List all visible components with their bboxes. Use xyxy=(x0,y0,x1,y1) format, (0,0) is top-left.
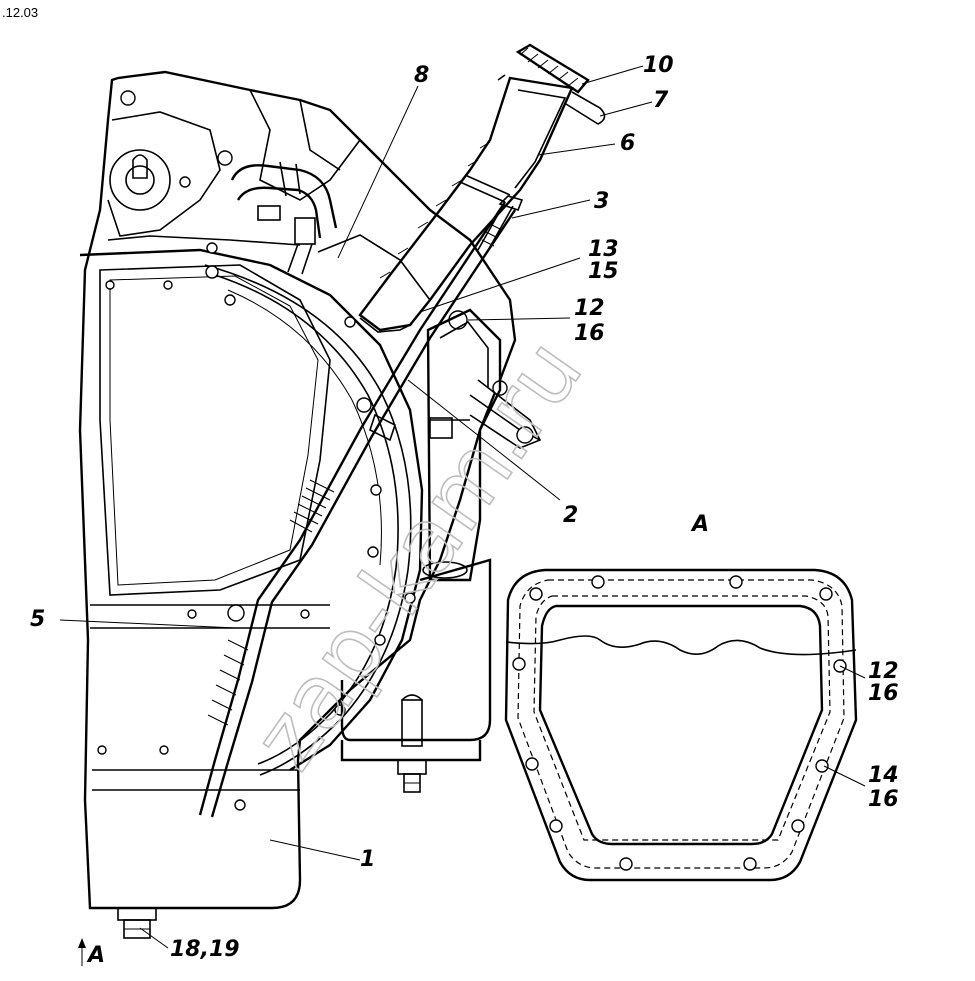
view-a-oil-pan xyxy=(504,568,858,882)
breather-hose xyxy=(230,161,338,275)
callout-18-19: 18,19 xyxy=(170,937,240,962)
callout-1: 1 xyxy=(360,847,375,872)
sheet-reference: .12.03 xyxy=(2,5,38,20)
callout-12-view-a: 12 xyxy=(868,659,899,684)
flywheel-housing xyxy=(79,248,424,776)
callout-6: 6 xyxy=(620,131,635,156)
view-a-arrow-label: A xyxy=(86,943,105,968)
leader-lines xyxy=(59,65,866,966)
callout-2: 2 xyxy=(563,503,578,528)
callout-16-lower: 16 xyxy=(868,787,899,812)
callout-labels: 10 7 6 8 3 13 15 12 16 2 5 1 18,19 12 16… xyxy=(30,53,899,968)
watermark-text: zap-kam.ru xyxy=(233,321,602,787)
dipstick-tube xyxy=(198,195,524,818)
callout-7: 7 xyxy=(653,88,669,113)
callout-3: 3 xyxy=(594,189,609,214)
callout-13: 13 xyxy=(588,237,619,262)
callout-8: 8 xyxy=(414,63,429,88)
oil-filler-neck xyxy=(317,43,606,333)
callout-14: 14 xyxy=(868,763,899,788)
engine-housing xyxy=(78,70,517,939)
callout-10: 10 xyxy=(643,53,674,78)
callout-5: 5 xyxy=(30,607,45,632)
callout-16-view-a: 16 xyxy=(868,681,899,706)
view-a-title: A xyxy=(690,512,709,537)
callout-15: 15 xyxy=(588,259,619,284)
housing-bolts xyxy=(97,90,508,811)
callout-16-upper: 16 xyxy=(574,321,605,346)
callout-12-upper: 12 xyxy=(574,296,605,321)
